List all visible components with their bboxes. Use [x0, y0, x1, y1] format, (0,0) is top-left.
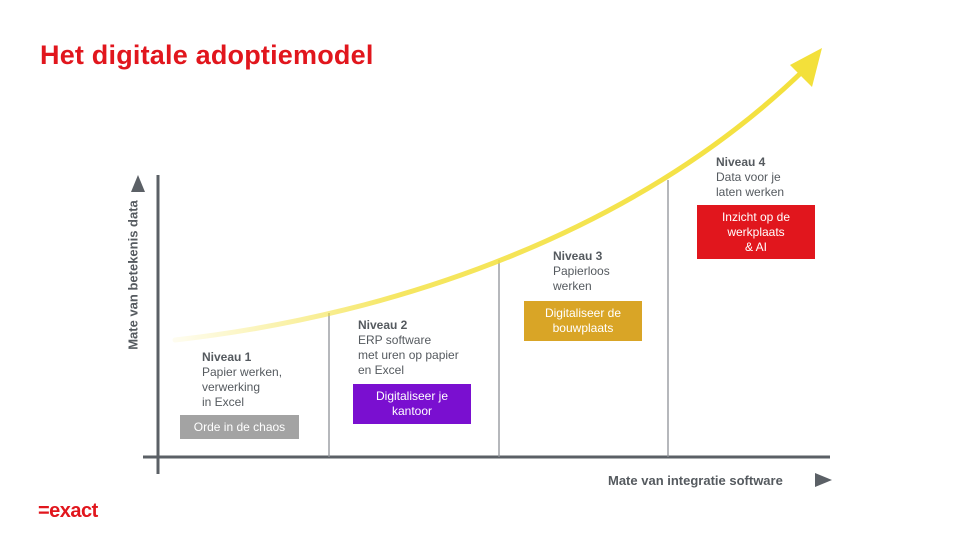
level-3-name: Niveau 3: [553, 249, 603, 263]
level-1-tag: Orde in de chaos: [180, 415, 299, 439]
level-4: Niveau 4 Data voor je laten werken: [716, 155, 784, 200]
level-1-description: Papier werken, verwerking in Excel: [202, 365, 283, 409]
level-4-description: Data voor je laten werken: [716, 170, 785, 199]
x-axis-label: Mate van integratie software: [608, 473, 783, 488]
level-1-name: Niveau 1: [202, 350, 252, 364]
growth-arrow-icon: [790, 48, 822, 87]
level-3-description: Papierloos werken: [553, 264, 610, 293]
level-3-tag: Digitaliseer de bouwplaats: [524, 301, 642, 341]
exact-logo[interactable]: =exact: [38, 500, 98, 522]
level-2-name: Niveau 2: [358, 318, 408, 332]
y-axis-label: Mate van betekenis data: [125, 200, 141, 350]
page-title: Het digitale adoptiemodel: [40, 40, 374, 70]
y-axis-arrow-icon: [131, 175, 145, 192]
level-2-description: ERP software met uren op papier en Excel: [358, 333, 459, 377]
level-2: Niveau 2 ERP software met uren op papier…: [358, 318, 459, 378]
level-4-name: Niveau 4: [716, 155, 766, 169]
x-axis-arrow-icon: [815, 473, 832, 487]
level-1: Niveau 1 Papier werken, verwerking in Ex…: [202, 350, 282, 410]
growth-curve: [172, 65, 809, 343]
level-3: Niveau 3 Papierloos werken: [553, 249, 610, 294]
level-2-tag: Digitaliseer je kantoor: [353, 384, 471, 424]
level-4-tag: Inzicht op de werkplaats & AI: [697, 205, 815, 259]
